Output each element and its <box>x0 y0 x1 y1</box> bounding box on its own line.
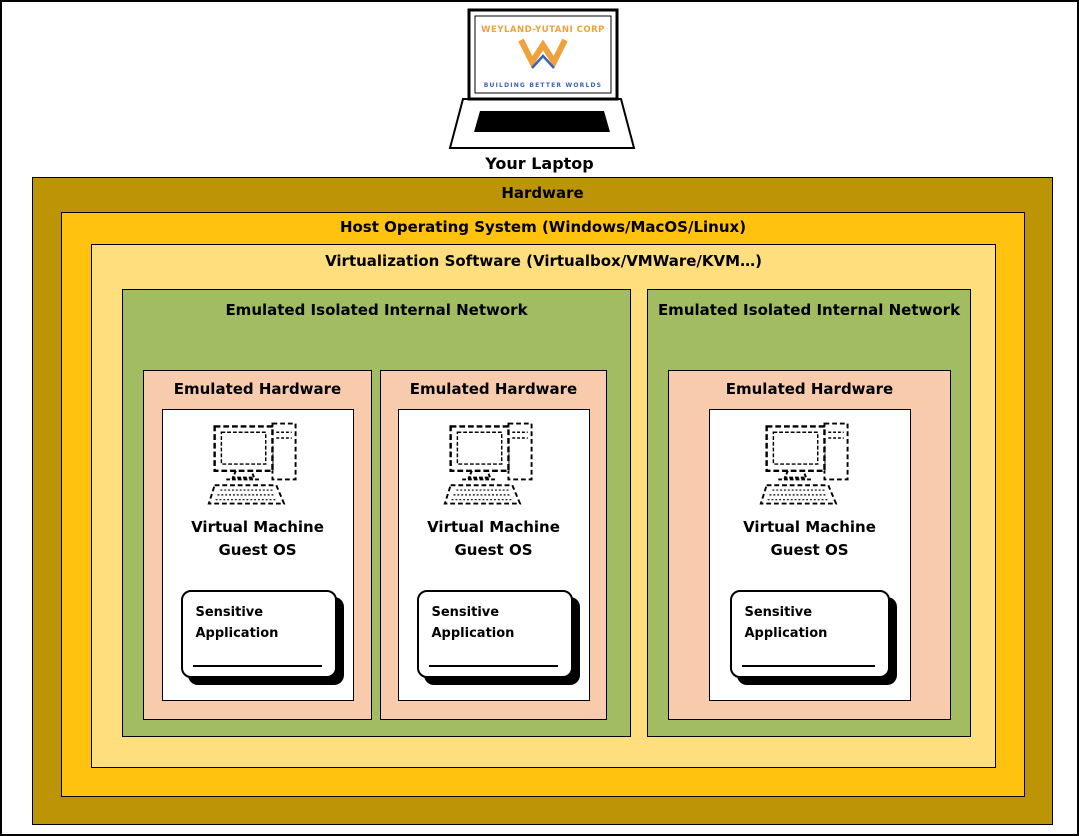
vm-label: Virtual Machine Guest OS <box>743 518 876 559</box>
laptop-label: Your Laptop <box>485 154 594 173</box>
emulated-hardware-label: Emulated Hardware <box>725 380 894 398</box>
vm-box: Virtual Machine Guest OS Sensitive Appli… <box>397 409 590 701</box>
computer-icon <box>759 422 849 505</box>
hardware-layer: Hardware Host Operating System (Windows/… <box>32 177 1053 825</box>
network-box-1: Emulated Isolated Internal Network Emula… <box>122 289 631 737</box>
laptop-drawing: WEYLAND-YUTANI CORP BUILDING BETTER WORL… <box>448 8 636 149</box>
sensitive-app-label: Sensitive Application <box>744 605 828 642</box>
logo-company-text: WEYLAND-YUTANI CORP <box>481 25 605 35</box>
emulated-hardware-box: Emulated Hardware Virtual Machine Guest … <box>143 370 372 720</box>
sensitive-app-box: Sensitive Application <box>416 590 573 678</box>
app-divider <box>192 665 322 667</box>
vm-label: Virtual Machine Guest OS <box>191 518 324 559</box>
network-box-2: Emulated Isolated Internal Network Emula… <box>647 289 971 737</box>
host-os-layer: Host Operating System (Windows/MacOS/Lin… <box>61 212 1025 797</box>
network-label: Emulated Isolated Internal Network <box>225 301 528 319</box>
sensitive-app-label: Sensitive Application <box>431 605 515 642</box>
vm-box: Virtual Machine Guest OS Sensitive Appli… <box>708 409 911 701</box>
sensitive-app-label: Sensitive Application <box>195 605 279 642</box>
weyland-w-accent-icon <box>531 54 555 69</box>
app-divider <box>428 665 558 667</box>
sensitive-app-box: Sensitive Application <box>729 590 890 678</box>
network-label: Emulated Isolated Internal Network <box>657 301 961 319</box>
virtualization-layer: Virtualization Software (Virtualbox/VMWa… <box>91 244 996 768</box>
computer-icon <box>443 422 533 505</box>
emulated-hardware-label: Emulated Hardware <box>409 380 578 398</box>
emulated-hardware-box: Emulated Hardware Virtual Machine Guest … <box>668 370 951 720</box>
emulated-hardware-label: Emulated Hardware <box>173 380 342 398</box>
logo-tagline-text: BUILDING BETTER WORLDS <box>484 82 602 89</box>
app-divider <box>741 665 875 667</box>
sensitive-app-box: Sensitive Application <box>180 590 337 678</box>
laptop-illustration: WEYLAND-YUTANI CORP BUILDING BETTER WORL… <box>447 8 637 150</box>
emulated-hardware-box: Emulated Hardware Virtual Machine Guest … <box>380 370 607 720</box>
computer-icon <box>207 422 297 505</box>
weyland-w-icon <box>518 38 568 69</box>
host-os-layer-label: Host Operating System (Windows/MacOS/Lin… <box>339 218 747 236</box>
hardware-layer-label: Hardware <box>501 184 584 202</box>
vm-box: Virtual Machine Guest OS Sensitive Appli… <box>161 409 354 701</box>
laptop-keyboard <box>474 111 610 132</box>
vm-label: Virtual Machine Guest OS <box>427 518 560 559</box>
virtualization-layer-label: Virtualization Software (Virtualbox/VMWa… <box>325 252 762 270</box>
